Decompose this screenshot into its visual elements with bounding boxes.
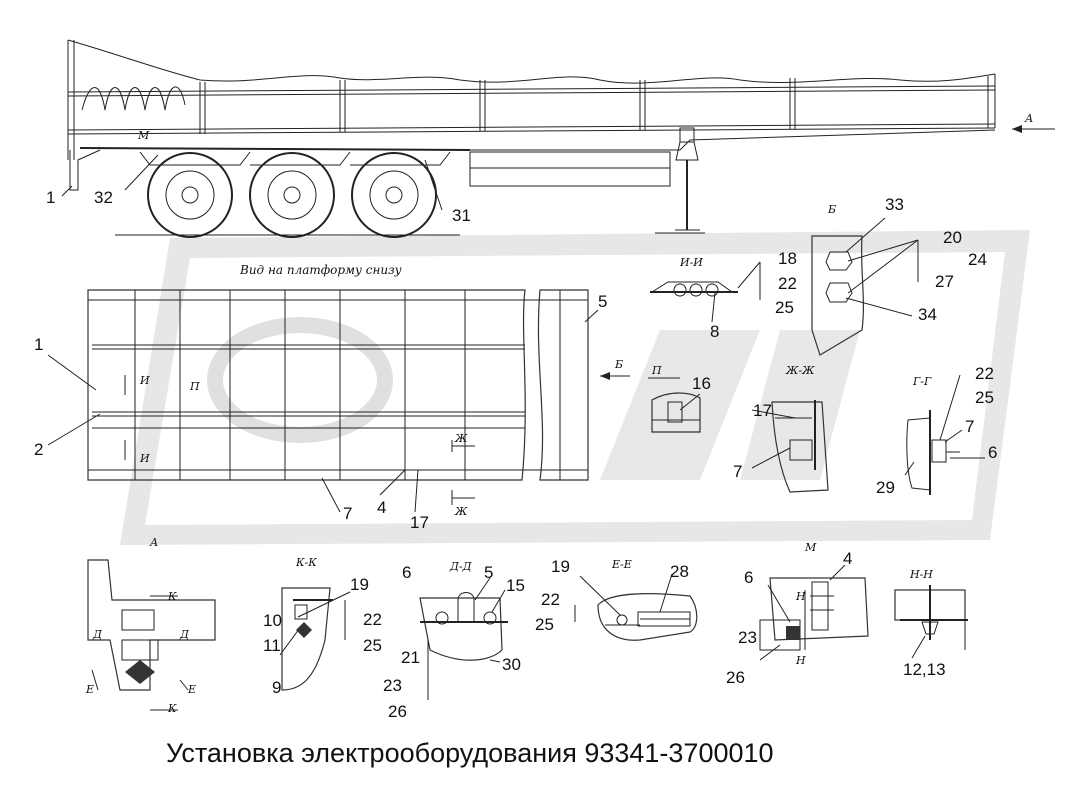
callout-17-plan: 17 bbox=[410, 513, 429, 532]
section-label-ee: Е-Е bbox=[611, 558, 632, 571]
section-label-m: М bbox=[804, 541, 817, 554]
view-m bbox=[759, 564, 869, 661]
mark-i-bottom: И bbox=[139, 452, 150, 465]
callout-25-gg: 25 bbox=[975, 388, 994, 407]
callout-1-side: 1 bbox=[46, 188, 55, 207]
callout-22-gg: 22 bbox=[975, 364, 994, 383]
callout-15: 15 bbox=[506, 576, 525, 595]
callout-4-m: 4 bbox=[843, 549, 852, 568]
section-label-gg: Г-Г bbox=[912, 375, 932, 388]
callout-5-dd: 5 bbox=[484, 563, 493, 582]
callout-25-ii: 25 bbox=[775, 298, 794, 317]
wheel-1 bbox=[147, 152, 233, 238]
mark-d-right: Д bbox=[179, 628, 190, 641]
section-dd bbox=[419, 577, 508, 700]
mark-e-left: Е bbox=[85, 683, 94, 696]
trailer-side-view: А М bbox=[61, 39, 1055, 238]
callout-17-zh: 17 bbox=[753, 401, 772, 420]
mark-zh-bottom: Ж bbox=[454, 505, 468, 518]
callout-25-kk: 25 bbox=[363, 636, 382, 655]
wheel-3 bbox=[351, 152, 437, 238]
callout-22-ee: 22 bbox=[541, 590, 560, 609]
callout-7-gg: 7 bbox=[965, 417, 974, 436]
section-label-p: П bbox=[651, 364, 662, 377]
callout-30: 30 bbox=[502, 655, 521, 674]
callout-4-plan: 4 bbox=[377, 498, 386, 517]
mark-e-right: Е bbox=[187, 683, 196, 696]
callout-26-m: 26 bbox=[726, 668, 745, 687]
callout-6-m: 6 bbox=[744, 568, 753, 587]
section-zhzh bbox=[751, 400, 829, 493]
section-label-b: Б bbox=[827, 203, 836, 216]
mark-b-arrow: Б bbox=[614, 358, 623, 371]
callout-9: 9 bbox=[272, 678, 281, 697]
callout-29: 29 bbox=[876, 478, 895, 497]
view-caption: Вид на платформу снизу bbox=[239, 263, 402, 277]
section-label-dd: Д-Д bbox=[449, 560, 473, 573]
wheel-2 bbox=[249, 152, 335, 238]
mark-i-top: И bbox=[139, 374, 150, 387]
callout-7-plan: 7 bbox=[343, 504, 352, 523]
mark-k-top: К bbox=[167, 590, 177, 603]
callout-19-ee: 19 bbox=[551, 557, 570, 576]
callout-32: 32 bbox=[94, 188, 113, 207]
section-label-ii: И-И bbox=[679, 256, 703, 269]
section-p bbox=[648, 377, 701, 433]
callout-22-ii: 22 bbox=[778, 274, 797, 293]
callout-16: 16 bbox=[692, 374, 711, 393]
section-label-kk: К-К bbox=[295, 556, 317, 569]
mark-d-left: Д bbox=[92, 628, 103, 641]
section-label-zhzh: Ж-Ж bbox=[785, 364, 815, 377]
platform-plan: И И П Ж Ж Б bbox=[47, 289, 630, 518]
callout-19-kk: 19 bbox=[350, 575, 369, 594]
mark-k-bottom: К bbox=[167, 702, 177, 715]
mark-zh-top: Ж bbox=[454, 432, 468, 445]
callout-7-zh: 7 bbox=[733, 462, 742, 481]
callout-6-dd: 6 bbox=[402, 563, 411, 582]
view-mark-m: М bbox=[137, 129, 150, 142]
callout-24: 24 bbox=[968, 250, 987, 269]
callout-2: 2 bbox=[34, 440, 43, 459]
view-b bbox=[811, 217, 919, 356]
section-kk bbox=[279, 587, 351, 691]
section-nn bbox=[894, 585, 968, 659]
callout-10: 10 bbox=[263, 611, 282, 630]
callout-27: 27 bbox=[935, 272, 954, 291]
callout-22-kk: 22 bbox=[363, 610, 382, 629]
callout-31: 31 bbox=[452, 206, 471, 225]
view-a bbox=[87, 559, 216, 711]
watermark bbox=[120, 230, 1030, 545]
callout-21: 21 bbox=[401, 648, 420, 667]
callout-5-plan: 5 bbox=[598, 292, 607, 311]
callout-33: 33 bbox=[885, 195, 904, 214]
section-ii bbox=[650, 261, 761, 323]
callout-11: 11 bbox=[263, 636, 281, 655]
callout-23-dd: 23 bbox=[383, 676, 402, 695]
mark-n-top: Н bbox=[795, 590, 806, 603]
view-mark-a: А bbox=[1024, 112, 1033, 125]
callout-23-m: 23 bbox=[738, 628, 757, 647]
section-label-nn: Н-Н bbox=[909, 568, 933, 581]
callout-26-dd: 26 bbox=[388, 702, 407, 721]
callout-18: 18 bbox=[778, 249, 797, 268]
callout-25-ee: 25 bbox=[535, 615, 554, 634]
callout-20: 20 bbox=[943, 228, 962, 247]
callout-6-gg: 6 bbox=[988, 443, 997, 462]
callout-28: 28 bbox=[670, 562, 689, 581]
callout-1-plan: 1 bbox=[34, 335, 43, 354]
callout-34: 34 bbox=[918, 305, 937, 324]
section-ee bbox=[574, 573, 698, 641]
page-title: Установка электрооборудования 93341-3700… bbox=[166, 738, 774, 768]
section-label-a: А bbox=[149, 536, 158, 549]
section-gg bbox=[904, 374, 985, 495]
callout-12-13: 12,13 bbox=[903, 660, 946, 679]
callout-8: 8 bbox=[710, 322, 719, 341]
mark-n-bottom: Н bbox=[795, 654, 806, 667]
mark-p: П bbox=[189, 380, 200, 393]
